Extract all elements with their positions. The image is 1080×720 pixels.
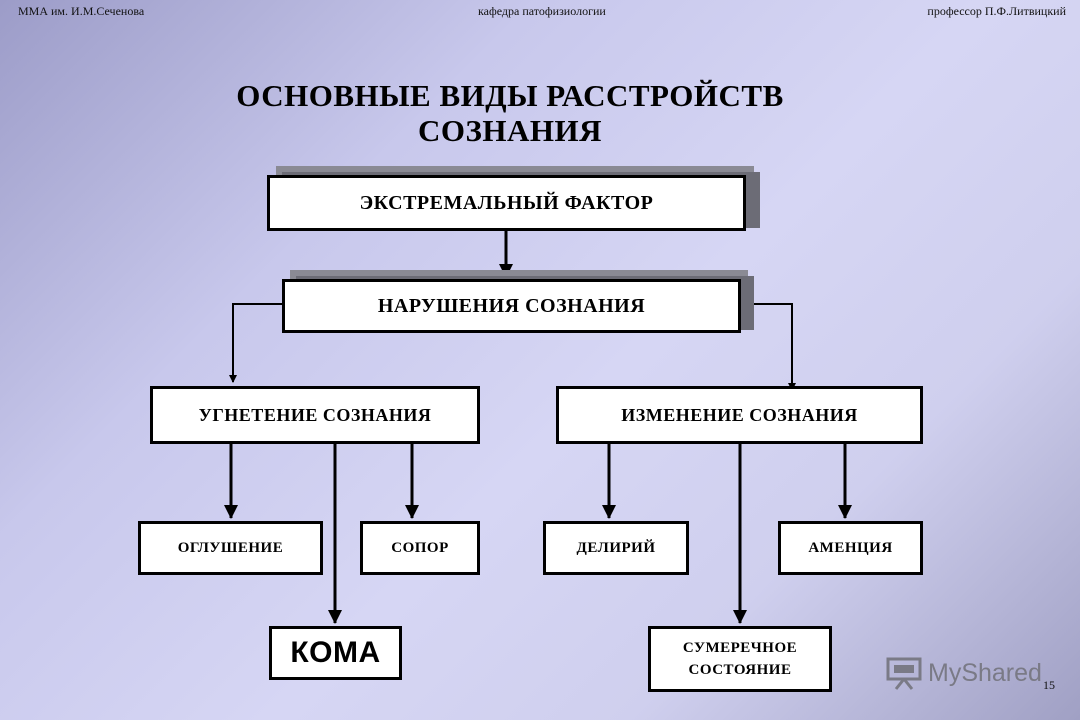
watermark-text: MyShared [928, 658, 1042, 687]
node-consciousness-disorders-label: НАРУШЕНИЯ СОЗНАНИЯ [377, 294, 646, 317]
node-stunning: ОГЛУШЕНИЕ [138, 521, 323, 575]
node-alteration: ИЗМЕНЕНИЕ СОЗНАНИЯ [556, 386, 923, 444]
node-amentia: АМЕНЦИЯ [778, 521, 923, 575]
header-department: кафедра патофизиологии [478, 4, 606, 18]
node-extreme-factor-label: ЭКСТРЕМАЛЬНЫЙ ФАКТОР [359, 191, 654, 214]
node-twilight-label-line2: СОСТОЯНИЕ [688, 662, 792, 678]
node-twilight-label-line1: СУМЕРЕЧНОЕ [682, 640, 798, 656]
node-delirium: ДЕЛИРИЙ [543, 521, 689, 575]
node-coma: КОМА [269, 626, 402, 680]
watermark-logo: MyShared [886, 656, 1042, 690]
node-amentia-label: АМЕНЦИЯ [808, 540, 893, 556]
slide-title-line2: СОЗНАНИЯ [418, 113, 602, 148]
node-sopor: СОПОР [360, 521, 480, 575]
page-number: 15 [1043, 678, 1055, 692]
arrow-disorders-to-depression [229, 303, 282, 383]
header-institution: ММА им. И.М.Сеченова [18, 4, 145, 18]
slide-title-line1: ОСНОВНЫЕ ВИДЫ РАССТРОЙСТВ [236, 78, 784, 113]
node-alteration-label: ИЗМЕНЕНИЕ СОЗНАНИЯ [621, 404, 858, 425]
node-sopor-label: СОПОР [391, 540, 449, 556]
node-depression: УГНЕТЕНИЕ СОЗНАНИЯ [150, 386, 480, 444]
arrow-disorders-to-alteration [740, 303, 796, 391]
node-twilight-state: СУМЕРЕЧНОЕ СОСТОЯНИЕ [648, 626, 832, 692]
node-depression-label: УГНЕТЕНИЕ СОЗНАНИЯ [198, 404, 432, 425]
header-author: профессор П.Ф.Литвицкий [927, 4, 1066, 18]
node-stunning-label: ОГЛУШЕНИЕ [177, 540, 284, 556]
presentation-board-icon [886, 657, 922, 690]
node-delirium-label: ДЕЛИРИЙ [576, 540, 656, 556]
slide-title: ОСНОВНЫЕ ВИДЫ РАССТРОЙСТВ СОЗНАНИЯ [180, 78, 840, 148]
node-consciousness-disorders: НАРУШЕНИЯ СОЗНАНИЯ [282, 279, 741, 333]
node-coma-label: КОМА [290, 636, 381, 669]
node-extreme-factor: ЭКСТРЕМАЛЬНЫЙ ФАКТОР [267, 175, 746, 231]
